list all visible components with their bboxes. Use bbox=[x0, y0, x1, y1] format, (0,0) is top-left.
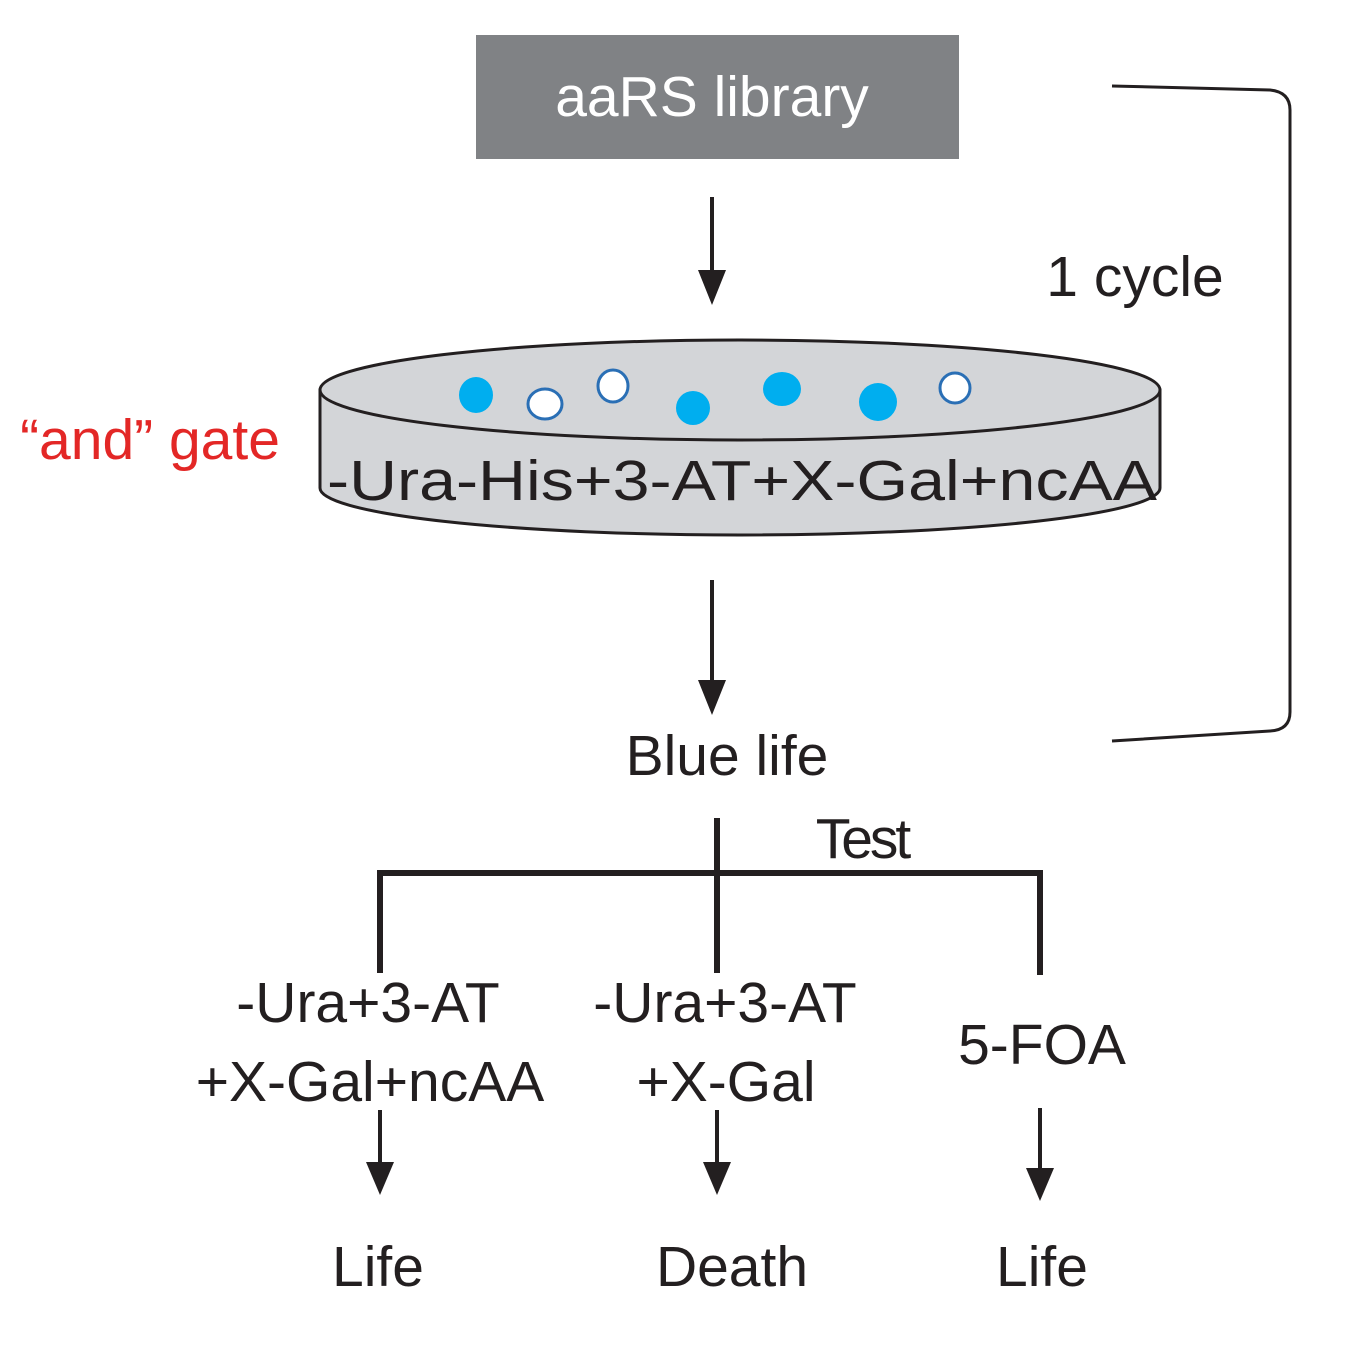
library-node: aaRS library bbox=[476, 35, 959, 159]
arrow-plate-to-result bbox=[698, 580, 726, 715]
branch-condition-line1: -Ura+3-AT bbox=[593, 971, 856, 1035]
branch-3: 5-FOA Life bbox=[958, 1013, 1126, 1299]
colony-white bbox=[596, 368, 630, 404]
cycle-bracket bbox=[1111, 84, 1292, 743]
branch-condition-line2: +X-Gal bbox=[637, 1050, 816, 1114]
cycle-label: 1 cycle bbox=[1046, 245, 1223, 309]
colony-blue bbox=[763, 372, 801, 406]
selection-plate: -Ura-His+3-AT+X-Gal+ncAA bbox=[318, 338, 1162, 537]
library-box bbox=[476, 35, 959, 159]
test-label: Test bbox=[816, 807, 912, 871]
branch-condition-line1: -Ura+3-AT bbox=[236, 971, 499, 1035]
colony-blue bbox=[859, 383, 897, 421]
library-label: aaRS library bbox=[555, 65, 869, 129]
branch-outcome: Life bbox=[996, 1235, 1088, 1299]
plate-top bbox=[318, 338, 1162, 442]
branch-outcome: Death bbox=[656, 1235, 808, 1299]
branch-2: -Ura+3-AT +X-Gal Death bbox=[593, 971, 856, 1299]
plate-medium-label: -Ura-His+3-AT+X-Gal+ncAA bbox=[327, 449, 1157, 513]
branch-condition-line2: +X-Gal+ncAA bbox=[196, 1050, 545, 1114]
arrow-library-to-plate bbox=[698, 197, 726, 305]
branch-1: -Ura+3-AT +X-Gal+ncAA Life bbox=[196, 971, 545, 1299]
colony-blue bbox=[459, 377, 493, 413]
gate-label: “and” gate bbox=[20, 408, 280, 472]
colony-white bbox=[526, 387, 564, 421]
colony-white bbox=[938, 371, 972, 405]
result-label: Blue life bbox=[626, 724, 829, 788]
colony-blue bbox=[676, 391, 710, 425]
test-tree bbox=[377, 818, 1043, 975]
branch-outcome: Life bbox=[332, 1235, 424, 1299]
branch-condition-line1: 5-FOA bbox=[958, 1013, 1126, 1077]
